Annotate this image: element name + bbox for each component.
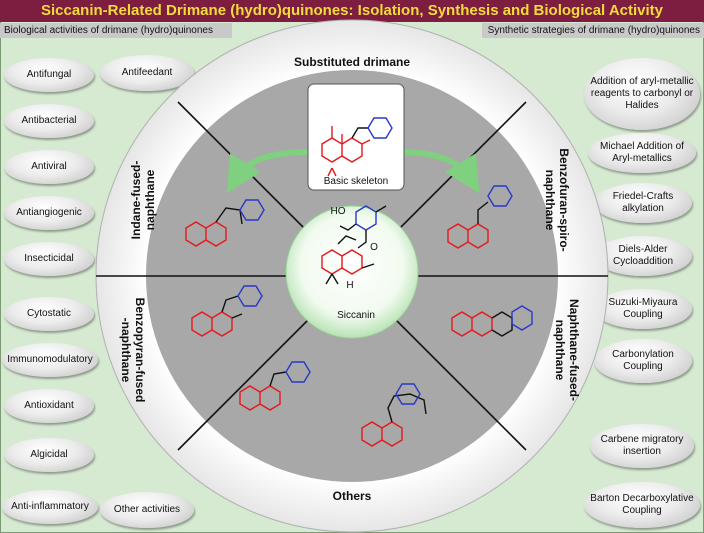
activity-pill-antioxidant: Antioxidant — [4, 389, 94, 423]
naphthane-label-line1: Naphthane-fused- — [567, 299, 581, 401]
sector-label-others: Others — [333, 489, 372, 503]
basic-skeleton-structure — [321, 117, 393, 177]
right-section-header: Synthetic strategies of drimane (hydro)q… — [482, 23, 704, 38]
naphthane-label-line2: naphthane — [553, 320, 567, 381]
strategy-pill-carbene-insertion: Carbene migratory insertion — [590, 424, 694, 468]
strategy-pill-diels-alder: Diels-Alder Cycloaddition — [594, 236, 692, 276]
activity-pill-insecticidal: Insecticidal — [4, 242, 94, 276]
activity-pill-antiviral: Antiviral — [4, 150, 94, 184]
strategy-pill-michael-addition: Michael Addition of Aryl-metallics — [588, 133, 696, 173]
activity-pill-antibacterial: Antibacterial — [4, 104, 94, 138]
basic-skeleton-label: Basic skeleton — [324, 176, 388, 187]
benzofuran-spiro-structure — [447, 185, 513, 249]
siccanin-o-label: O — [370, 242, 378, 253]
activity-pill-antifeedant: Antifeedant — [100, 55, 194, 91]
activity-pill-other-activities: Other activities — [100, 492, 194, 528]
sector-label-benzofuran-spiro: Benzofuran-spiro- naphthane — [543, 148, 571, 251]
indane-label-line2: naphthane — [143, 169, 157, 230]
center-circle — [285, 205, 419, 339]
strategy-pill-barton-decarboxylative: Barton Decarboxylative Coupling — [584, 482, 700, 528]
indane-fused-structure — [185, 199, 265, 247]
activity-pill-cytostatic: Cytostatic — [4, 297, 94, 331]
siccanin-ho-label: HO — [331, 206, 346, 217]
activity-pill-anti-inflammatory: Anti-inflammatory — [2, 490, 98, 524]
sector-label-naphthane-fused: Naphthane-fused- naphthane — [553, 299, 581, 401]
activity-pill-antifungal: Antifungal — [4, 58, 94, 92]
activity-pill-immunomodulatory: Immunomodulatory — [2, 343, 98, 377]
strategy-pill-carbonylation: Carbonylation Coupling — [594, 339, 692, 383]
benzopyran-label-line1: Benzopyran-fused — [133, 298, 147, 403]
green-arrow-left — [226, 149, 309, 194]
figure-title: Siccanin-Related Drimane (hydro)quinones… — [0, 0, 704, 22]
others-structure-right — [361, 383, 427, 447]
strategy-pill-friedel-crafts: Friedel-Crafts alkylation — [594, 183, 692, 223]
sector-label-indane-fused: Indane-fused- naphthane — [129, 161, 157, 240]
sector-label-benzopyran-fused: Benzopyran-fused -naphthane — [119, 298, 147, 403]
green-arrow-right — [397, 149, 480, 194]
strategy-pill-aryl-metallic-addition: Addition of aryl-metallic reagents to ca… — [584, 58, 700, 130]
siccanin-h-label: H — [346, 280, 353, 291]
activity-pill-algicidal: Algicidal — [4, 438, 94, 472]
benzopyran-fused-structure — [191, 285, 263, 337]
sector-label-substituted-drimane: Substituted drimane — [294, 55, 410, 69]
strategy-pill-suzuki-miyaura: Suzuki-Miyaura Coupling — [594, 289, 692, 329]
others-structure-left — [239, 361, 311, 411]
naphthane-fused-structure — [451, 305, 533, 337]
benzopyran-label-line2: -naphthane — [119, 318, 133, 383]
indane-label-line1: Indane-fused- — [129, 161, 143, 240]
activity-pill-antiangiogenic: Antiangiogenic — [4, 196, 94, 230]
left-section-header: Biological activities of drimane (hydro)… — [0, 23, 232, 38]
benzofuran-label-line1: Benzofuran-spiro- — [557, 148, 571, 251]
basic-skeleton-box — [307, 83, 405, 191]
siccanin-structure — [321, 205, 387, 285]
siccanin-label: Siccanin — [337, 310, 375, 321]
benzofuran-label-line2: naphthane — [543, 170, 557, 231]
